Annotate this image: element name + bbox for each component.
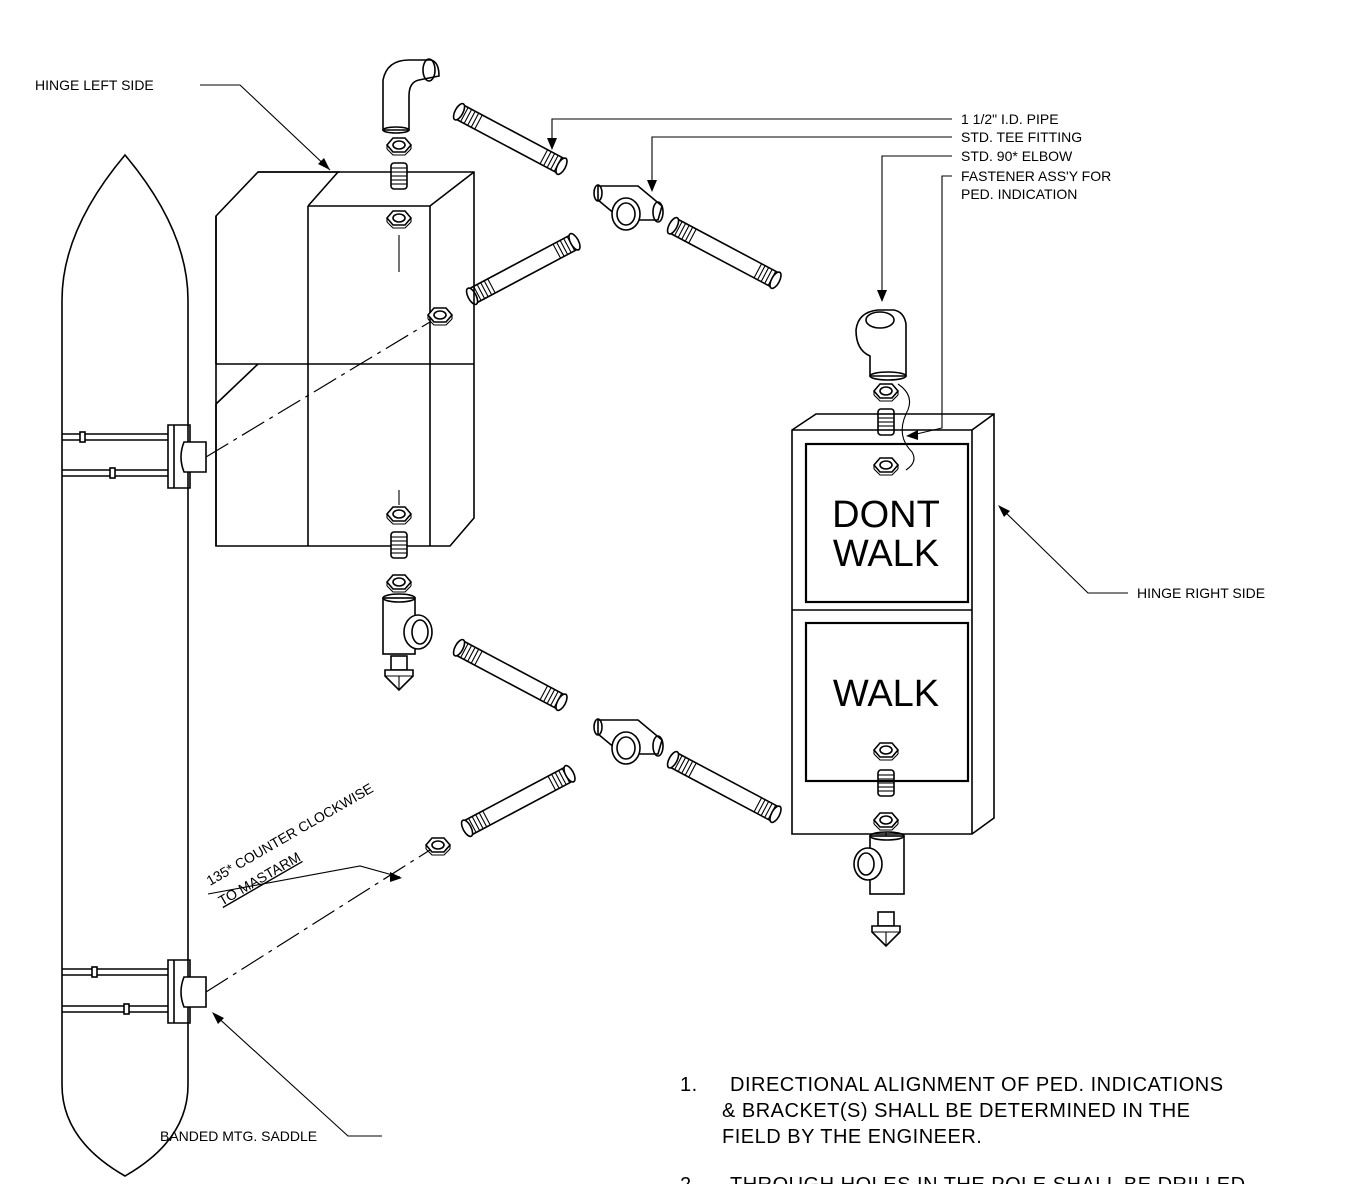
lower-tee-fitting (593, 718, 664, 765)
sign-upper-line2: WALK (833, 533, 939, 575)
note-1-number: 1. (680, 1074, 698, 1096)
note-1-line3: FIELD BY THE ENGINEER. (722, 1126, 982, 1148)
note-2-number: 2. (680, 1174, 698, 1184)
pole (61, 153, 189, 1177)
ped-head-hinge-left (215, 171, 475, 547)
lower-pole-nut (425, 837, 451, 856)
callout-pipe: 1 1/2" I.D. PIPE (961, 111, 1059, 127)
callout-elbow: STD. 90* ELBOW (961, 148, 1073, 164)
note-2-line1: THROUGH HOLES IN THE POLE SHALL BE DRILL… (730, 1174, 1246, 1184)
lower-mounting-saddle (62, 959, 207, 1024)
lower-right-tee (853, 831, 905, 895)
callout-hinge-right: HINGE RIGHT SIDE (1137, 585, 1265, 601)
callout-fastener-line1: FASTENER ASS'Y FOR (961, 168, 1111, 184)
callout-tee: STD. TEE FITTING (961, 129, 1082, 145)
callout-rotation-line1: 135* COUNTER CLOCKWISE (204, 780, 376, 889)
upper-tee-fitting (593, 184, 664, 231)
ped-head-hinge-right (791, 413, 995, 835)
upper-alignment-line (205, 321, 431, 458)
callout-saddle: BANDED MTG. SADDLE (160, 1128, 317, 1144)
note-1-line1: DIRECTIONAL ALIGNMENT OF PED. INDICATION… (730, 1074, 1224, 1096)
note-1-line2: & BRACKET(S) SHALL BE DETERMINED IN THE (722, 1100, 1190, 1122)
upper-right-elbow (855, 309, 907, 381)
upper-left-elbow (382, 58, 440, 134)
notes: 1. DIRECTIONAL ALIGNMENT OF PED. INDICAT… (680, 1074, 1246, 1184)
callout-fastener-line2: PED. INDICATION (961, 186, 1077, 202)
callout-hinge-left: HINGE LEFT SIDE (35, 77, 154, 93)
left-head-hardware (384, 137, 453, 691)
sign-upper-line1: DONT (832, 494, 940, 536)
sign-lower: WALK (833, 673, 939, 715)
lower-left-tee (382, 593, 433, 655)
upper-mounting-saddle (62, 424, 207, 489)
leader-lines (200, 84, 1128, 1137)
